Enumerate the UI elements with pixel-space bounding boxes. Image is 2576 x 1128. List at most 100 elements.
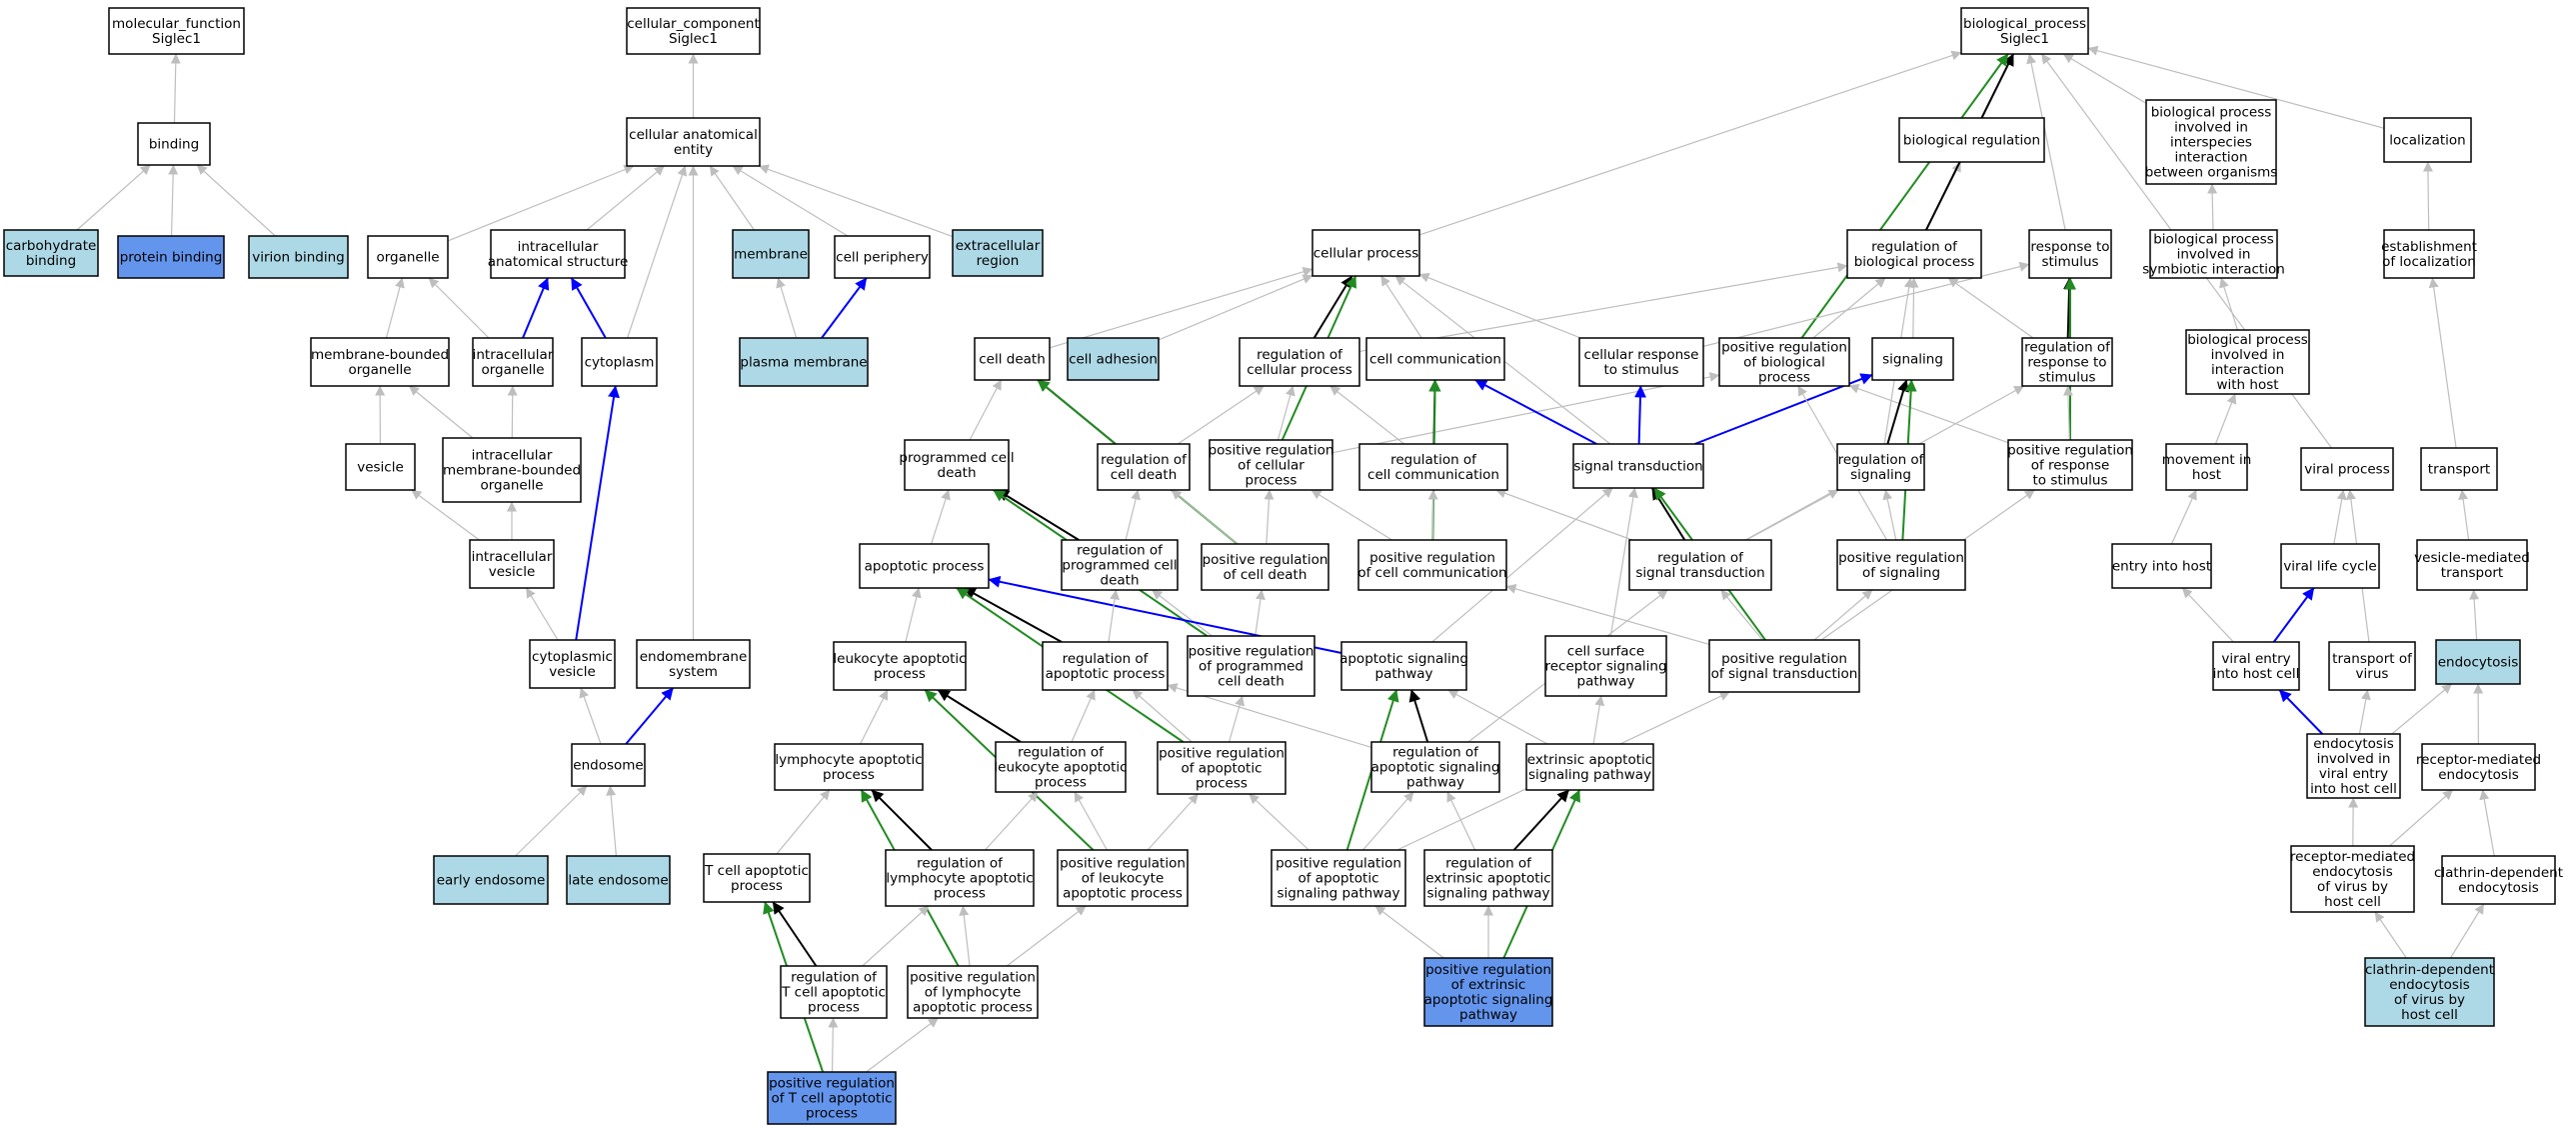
go-term-node[interactable]: late endosome (566, 855, 671, 905)
go-term-node[interactable]: virion binding (248, 235, 349, 279)
go-term-node[interactable]: plasma membrane (739, 337, 869, 387)
go-term-node[interactable]: binding (137, 122, 211, 166)
go-term-node[interactable]: early endosome (433, 855, 549, 905)
node-label-line: intracellular (472, 549, 553, 565)
go-term-node[interactable]: cell periphery (834, 235, 931, 279)
go-term-node[interactable]: endocytosis (2435, 639, 2521, 685)
go-term-node[interactable]: localization (2383, 117, 2472, 163)
go-term-node[interactable]: signal transduction (1572, 443, 1704, 489)
go-term-node[interactable]: cell adhesion (1067, 337, 1160, 381)
edge-extreg-is_a-cae (758, 164, 954, 238)
edge-transport-is_a-estloc (2428, 277, 2457, 449)
edge-posregst-is_a-posregsig (1813, 589, 1873, 641)
go-term-node[interactable]: membrane (732, 229, 810, 279)
node-label-line: host cell (2324, 894, 2381, 910)
node-label-line: membrane (734, 247, 808, 263)
go-term-node[interactable]: vesicle (345, 443, 416, 491)
edge-ias-is_a-cae (586, 165, 665, 231)
go-term-node[interactable]: apoptotic process (859, 543, 990, 589)
go-term-node[interactable]: organelle (367, 235, 449, 279)
go-term-node[interactable]: cell death (974, 337, 1051, 381)
go-term-node[interactable]: protein binding (117, 235, 225, 279)
go-term-node[interactable]: viral process (2300, 447, 2394, 491)
go-term-node[interactable]: cytoplasm (581, 337, 658, 387)
go-term-node[interactable]: endosome (571, 743, 646, 787)
go-term-node[interactable]: entry into host (2111, 543, 2212, 589)
go-term-node[interactable]: transport (2420, 447, 2498, 491)
node-box (859, 543, 990, 589)
go-term-node[interactable]: cell communication (1365, 337, 1505, 381)
go-term-node[interactable]: signaling (1871, 337, 1954, 381)
go-term-node[interactable]: cellular process (1311, 229, 1420, 277)
go-term-node[interactable]: biological regulation (1898, 117, 2045, 163)
node-label-line: of leukocyte (1082, 871, 1165, 887)
go-term-node[interactable]: viral life cycle (2280, 543, 2380, 589)
node-label-line: death (938, 465, 977, 481)
